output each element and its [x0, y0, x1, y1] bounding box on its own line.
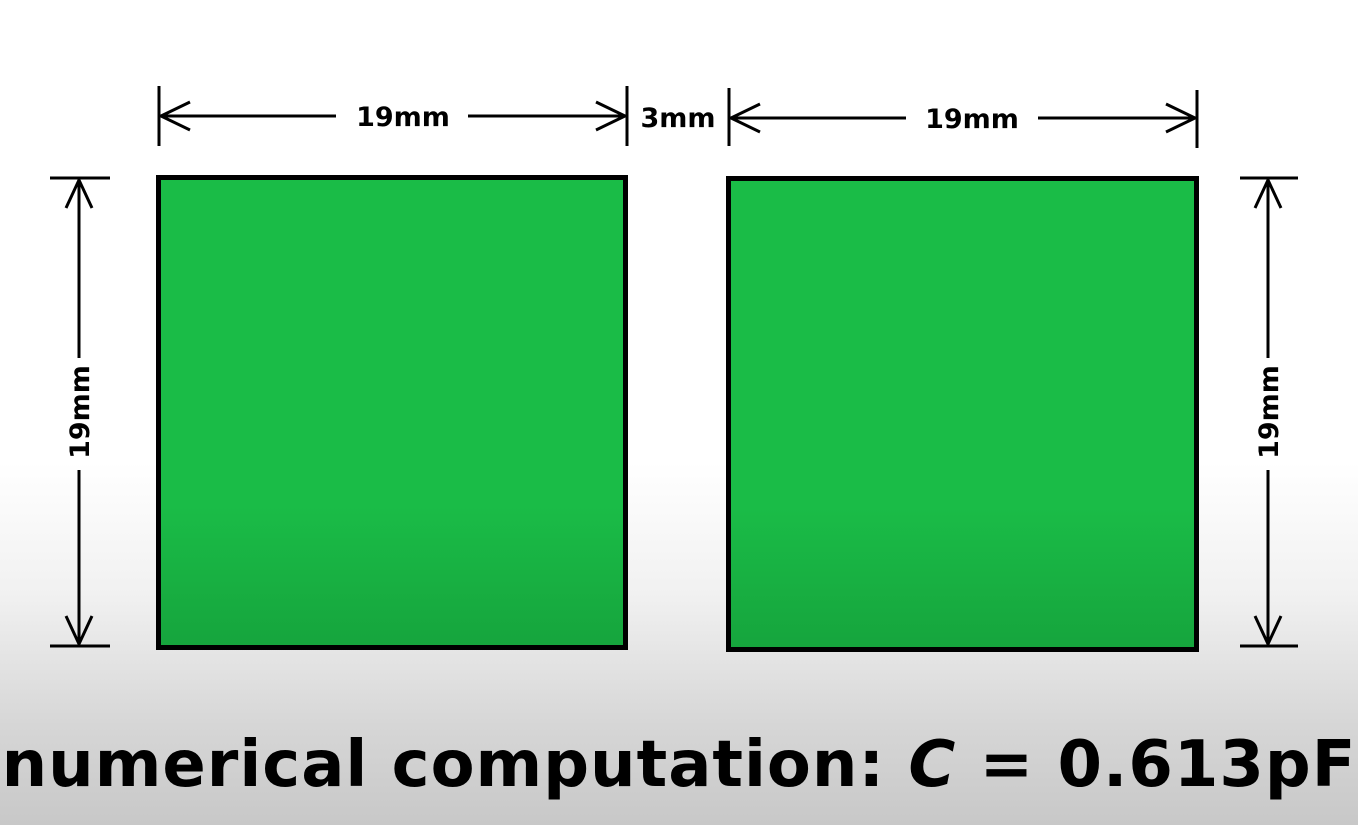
capacitance-value: 0.613pF	[1057, 728, 1357, 802]
arrow-up-icon	[64, 176, 94, 209]
caption-prefix: numerical computation:	[1, 728, 909, 802]
arrow-down-icon	[1253, 615, 1283, 648]
capacitance-symbol: C	[908, 728, 957, 802]
left-plate	[156, 175, 628, 650]
arrow-left-icon	[157, 100, 191, 132]
right-height-label: 19mm	[1254, 365, 1285, 459]
arrow-right-icon	[595, 100, 629, 132]
right-plate	[726, 176, 1199, 652]
gap-label: 3mm	[640, 103, 715, 134]
arrow-down-icon	[64, 615, 94, 648]
left-height-label: 19mm	[65, 365, 96, 459]
arrow-right-icon	[1165, 102, 1199, 134]
capacitance-result: numerical computation: C = 0.613pF	[0, 728, 1358, 802]
arrow-up-icon	[1253, 176, 1283, 209]
caption-equals: =	[956, 728, 1058, 802]
left-width-label: 19mm	[356, 102, 450, 133]
right-width-label: 19mm	[925, 104, 1019, 135]
arrow-left-icon	[727, 102, 761, 134]
